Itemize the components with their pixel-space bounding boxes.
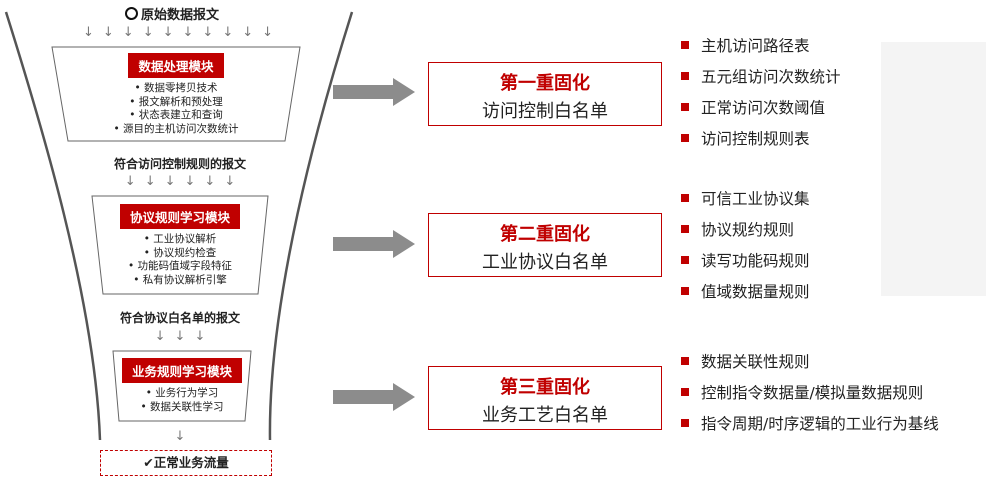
bullet: 工业协议解析: [100, 233, 260, 247]
arrow-row-2: ↓↓↓↓↓↓: [124, 174, 236, 189]
stage-card-1: 第一重固化 访问控制白名单: [428, 62, 662, 126]
arrow-row-3: ↓↓↓: [154, 329, 206, 344]
bullet: 状态表建立和查询: [80, 109, 272, 123]
list-item: 值域数据量规则: [681, 277, 810, 308]
square-bullet-icon: [681, 388, 689, 396]
bullet: 私有协议解析引擎: [100, 274, 260, 288]
module-3-label: 业务规则学习模块: [121, 358, 242, 383]
stage-3-list: 数据关联性规则 控制指令数据量/模拟量数据规则 指令周期/时序逻辑的工业行为基线: [681, 347, 939, 440]
stage-subtitle: 访问控制白名单: [482, 101, 608, 122]
square-bullet-icon: [681, 103, 689, 111]
bullet: 数据零拷贝技术: [80, 82, 272, 96]
stage-2-list: 可信工业协议集 协议规约规则 读写功能码规则 值域数据量规则: [681, 184, 810, 308]
stage-card-2: 第二重固化 工业协议白名单: [428, 213, 662, 277]
module-2: 协议规则学习模块 工业协议解析 协议规约检查 功能码值域字段特征 私有协议解析引…: [100, 204, 260, 287]
bullet: 协议规约检查: [100, 247, 260, 261]
final-output-box: ✔正常业务流量: [100, 450, 272, 476]
arrow-row-1: ↓↓↓↓↓↓↓↓↓↓: [82, 25, 274, 40]
bullet: 源目的主机访问次数统计: [80, 123, 272, 137]
list-item: 协议规约规则: [681, 215, 810, 246]
bullet: 业务行为学习: [115, 387, 249, 401]
between-label-1: 符合访问控制规则的报文: [113, 157, 246, 171]
square-bullet-icon: [681, 225, 689, 233]
square-bullet-icon: [681, 194, 689, 202]
stage3-arrow-icon: [333, 383, 415, 411]
square-bullet-icon: [681, 256, 689, 264]
funnel-left-edge: [4, 11, 102, 441]
stage2-arrow-icon: [333, 230, 415, 258]
square-bullet-icon: [681, 357, 689, 365]
stage-title: 第二重固化: [500, 224, 590, 245]
bullet: 功能码值域字段特征: [100, 260, 260, 274]
square-bullet-icon: [681, 72, 689, 80]
circle-icon: [124, 7, 138, 20]
funnel-top-title: 原始数据报文: [92, 4, 252, 23]
list-item: 读写功能码规则: [681, 246, 810, 277]
stage-subtitle: 业务工艺白名单: [482, 405, 608, 426]
list-item: 控制指令数据量/模拟量数据规则: [681, 378, 939, 409]
funnel-right-edge: [268, 11, 354, 441]
list-item: 五元组访问次数统计: [681, 62, 841, 93]
list-item: 主机访问路径表: [681, 31, 841, 62]
stage-1-list: 主机访问路径表 五元组访问次数统计 正常访问次数阈值 访问控制规则表: [681, 31, 841, 155]
stage-title: 第一重固化: [500, 73, 590, 94]
square-bullet-icon: [681, 134, 689, 142]
module-1: 数据处理模块 数据零拷贝技术 报文解析和预处理 状态表建立和查询 源目的主机访问…: [80, 53, 272, 136]
stage-card-3: 第三重固化 业务工艺白名单: [428, 366, 662, 430]
module-3: 业务规则学习模块 业务行为学习 数据关联性学习: [115, 358, 249, 414]
stage-title: 第三重固化: [500, 377, 590, 398]
list-item: 指令周期/时序逻辑的工业行为基线: [681, 409, 939, 440]
module-2-label: 协议规则学习模块: [119, 204, 240, 229]
list-item: 数据关联性规则: [681, 347, 939, 378]
bullet: 报文解析和预处理: [80, 96, 272, 110]
background-panel: [881, 42, 986, 296]
list-item: 正常访问次数阈值: [681, 93, 841, 124]
list-item: 可信工业协议集: [681, 184, 810, 215]
list-item: 访问控制规则表: [681, 124, 841, 155]
module-2-bullets: 工业协议解析 协议规约检查 功能码值域字段特征 私有协议解析引擎: [100, 233, 260, 287]
module-1-label: 数据处理模块: [128, 53, 224, 78]
square-bullet-icon: [681, 287, 689, 295]
stage1-arrow-icon: [333, 78, 415, 106]
module-1-bullets: 数据零拷贝技术 报文解析和预处理 状态表建立和查询 源目的主机访问次数统计: [80, 82, 272, 136]
square-bullet-icon: [681, 41, 689, 49]
bullet: 数据关联性学习: [115, 401, 249, 415]
square-bullet-icon: [681, 419, 689, 427]
between-label-2: 符合协议白名单的报文: [119, 311, 240, 325]
module-3-bullets: 业务行为学习 数据关联性学习: [115, 387, 249, 414]
stage-subtitle: 工业协议白名单: [482, 252, 608, 273]
arrow-row-4: ↓: [174, 429, 186, 444]
